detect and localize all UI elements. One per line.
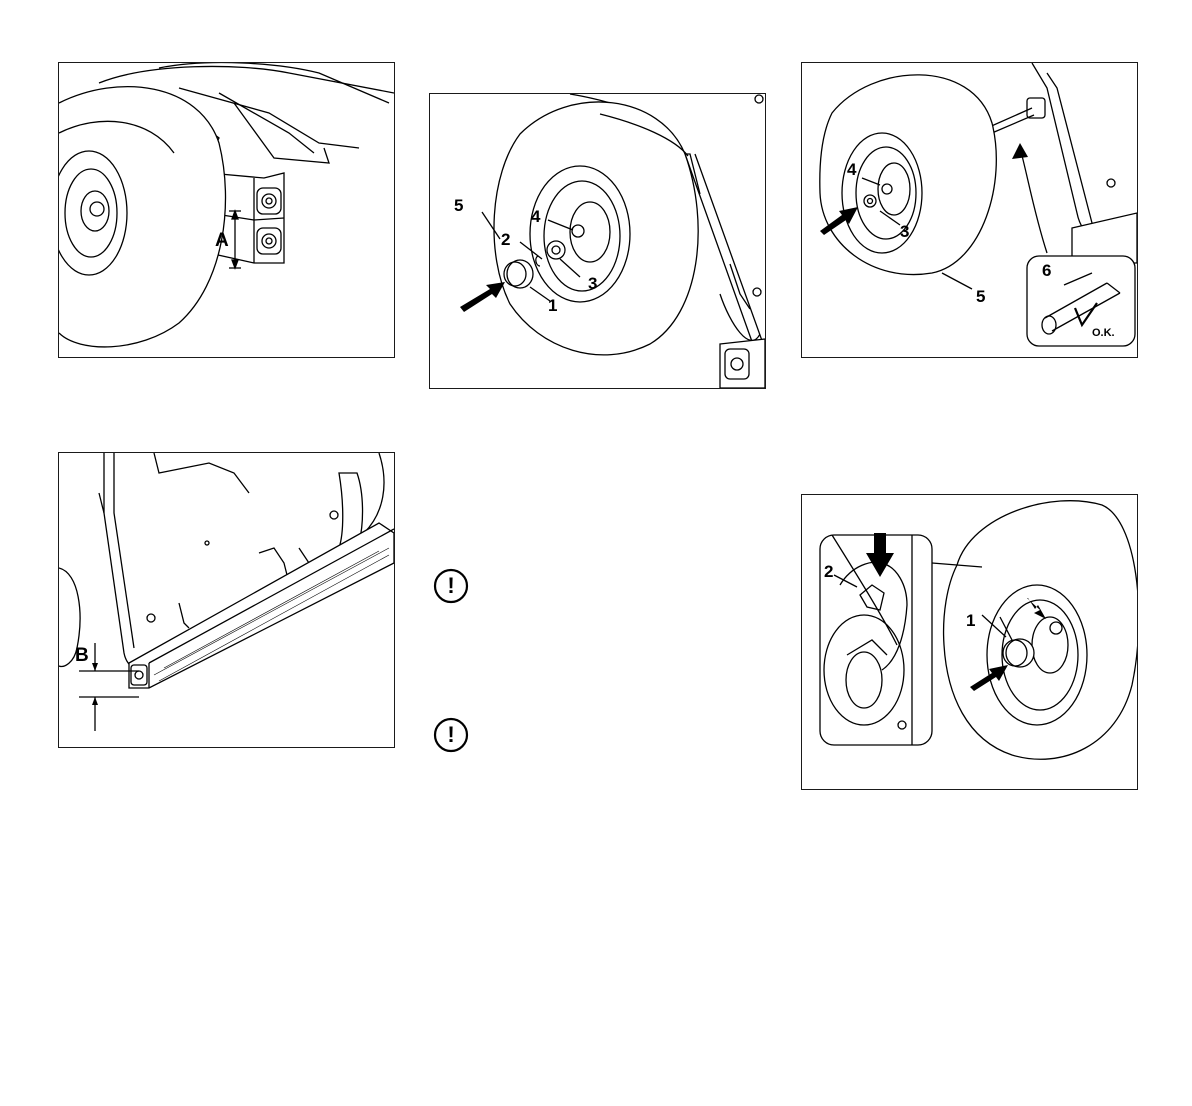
figure-wheel-installation: 4 3 5 6 O.K. — [801, 62, 1138, 358]
part-5-label: 5 — [454, 197, 463, 214]
part-1-label: 1 — [548, 297, 557, 314]
cap-installation-illustration — [802, 495, 1137, 789]
part-4-label: 4 — [847, 161, 856, 178]
part-2-label: 2 — [824, 563, 833, 580]
dimension-b-label: B — [75, 646, 89, 665]
dimension-a-label: A — [215, 231, 229, 250]
figure-beam-height-b: B — [58, 452, 395, 748]
notice-icon: ! — [433, 568, 469, 604]
figure-cap-installation: 2 1 — [801, 494, 1138, 790]
figure-wheel-removal: 5 2 4 3 1 — [429, 93, 766, 389]
part-6-label: 6 — [1042, 262, 1051, 279]
wheel-removal-illustration — [430, 94, 765, 388]
part-2-label: 2 — [501, 231, 510, 248]
notice-icon: ! — [433, 717, 469, 753]
part-4-label: 4 — [531, 208, 540, 225]
part-3-label: 3 — [588, 275, 597, 292]
part-3-label: 3 — [900, 223, 909, 240]
wheel-installation-illustration — [802, 63, 1137, 357]
wheel-height-illustration — [59, 63, 394, 357]
part-1-label: 1 — [966, 612, 975, 629]
ok-check-text: O.K. — [1092, 327, 1115, 339]
beam-height-illustration — [59, 453, 394, 747]
figure-wheel-height-a: A — [58, 62, 395, 358]
part-5-label: 5 — [976, 288, 985, 305]
